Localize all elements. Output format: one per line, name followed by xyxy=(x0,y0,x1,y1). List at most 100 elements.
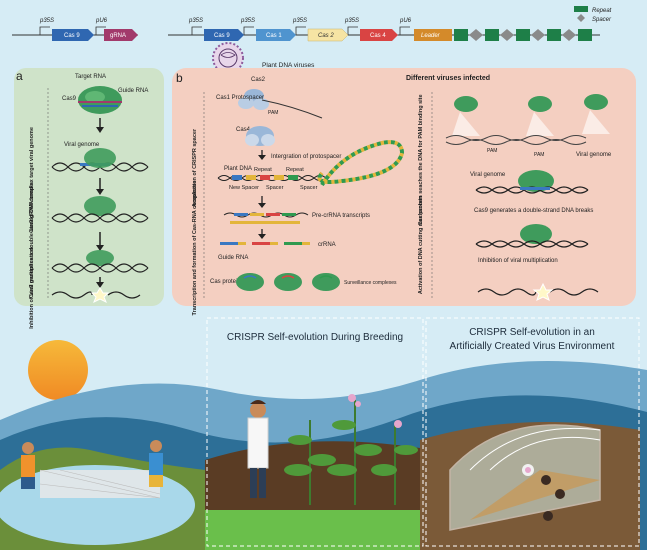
promoter-label-3: p35S xyxy=(292,18,307,24)
panel-b: b Different viruses infected Acquisition… xyxy=(172,68,636,315)
panel-a-step1: Cas9/gRNA complex target viral genome xyxy=(29,127,35,233)
panel-a: a Cas9/gRNA complex target viral genome … xyxy=(14,68,164,329)
cas2-gene-arrow xyxy=(307,28,349,42)
panel-b-viral-genome: Viral genome xyxy=(576,152,612,158)
promoter-label-2: p35S xyxy=(240,18,255,24)
grna-gene-label: gRNA xyxy=(110,33,126,39)
plant-dna-virus: Plant DNA viruses xyxy=(212,42,315,74)
panel-b-inhibition: Inhibition of viral multiplication xyxy=(478,258,558,264)
panel-b-header: Different viruses infected xyxy=(406,75,490,82)
spacer-diamond-4 xyxy=(562,29,576,41)
panel-b-cas4: Cas4 xyxy=(236,127,251,133)
scientist xyxy=(247,400,269,498)
grna-gene-arrow xyxy=(104,29,138,41)
promoter-label-5: pU6 xyxy=(399,18,412,24)
pam-search-scene xyxy=(445,94,610,145)
panel-a-viral-genome: Viral genome xyxy=(64,142,100,148)
panel-b-spacer-2: Spacer xyxy=(300,185,318,191)
spacer-diamond-3 xyxy=(531,29,545,41)
breeding-frame xyxy=(206,317,424,547)
panel-b-pam-2: PAM xyxy=(487,148,497,154)
virus-env-title-line2: Artificially Created Virus Environment xyxy=(450,341,615,352)
panel-b-pam: PAM xyxy=(268,110,278,116)
panel-b-pre-crrna: Pre-crRNA transcripts xyxy=(312,213,370,219)
promoter-label-1: p35S xyxy=(188,18,203,24)
repeat-block-2 xyxy=(485,29,499,41)
cas9-gene-arrow xyxy=(52,29,94,41)
dna-cut-a xyxy=(51,287,141,304)
panel-b-cas2: Cas2 xyxy=(251,77,266,83)
panel-b-pam-3: PAM xyxy=(534,152,544,158)
panel-b-plant-dna: Plant DNA xyxy=(224,166,252,172)
cas9-gene-arrow-2 xyxy=(204,29,244,41)
spacer-diamond-1 xyxy=(469,29,483,41)
panel-b-cas-protein: Cas protein xyxy=(210,279,241,285)
cas9-gene-label: Cas 9 xyxy=(64,33,80,39)
panel-b-stage4: Activation of DNA cutting mechanism xyxy=(418,196,424,294)
field-grass xyxy=(205,510,420,550)
cas4-protein xyxy=(245,126,275,146)
crispr-strand-loop xyxy=(317,140,405,187)
panel-b-crrna: crRNA xyxy=(318,242,336,248)
arrow-a4 xyxy=(96,282,104,288)
panel-b-repeat-1: Repeat xyxy=(254,167,272,173)
plant-dna-array xyxy=(217,175,327,181)
panel-a-cas9: Cas9 xyxy=(62,96,77,102)
repeat-block-5 xyxy=(578,29,592,41)
panel-b-letter: b xyxy=(176,71,183,85)
gene-construct-right: p35S p35S p35S p35S pU6 Cas 9 Cas 1 Cas … xyxy=(168,18,600,42)
cas4-gene-label: Cas 4 xyxy=(370,33,386,39)
legend-repeat-label: Repeat xyxy=(592,8,612,14)
pre-crrna-transcripts xyxy=(223,212,309,224)
dna-helix-a2 xyxy=(51,196,149,223)
cas1-gene-label: Cas 1 xyxy=(266,33,282,39)
panel-a-bg xyxy=(14,68,164,306)
promoter-u6-label: pU6 xyxy=(95,18,108,24)
cas9-bind-viral-genome xyxy=(475,170,589,194)
virus-label: Plant DNA viruses xyxy=(262,62,315,69)
repeat-block-1 xyxy=(454,29,468,41)
repeat-block-3 xyxy=(516,29,530,41)
promoter-35s-label: p35S xyxy=(39,18,54,24)
legend-spacer-label: Spacer xyxy=(592,17,612,23)
leader-label: Leader xyxy=(421,33,441,39)
cas9-gene-label-2: Cas 9 xyxy=(214,33,230,39)
panel-a-guide-rna: Guide RNA xyxy=(118,88,148,94)
cas9-protein-icon xyxy=(78,86,122,114)
panel-b-repeat-2: Repeat xyxy=(286,167,304,173)
virus-env-frame xyxy=(425,317,640,547)
panel-b-cas1-protospacer: Cas1 Protospacer xyxy=(216,95,264,101)
landscape-scene: CRISPR Self-evolution During Breeding CR… xyxy=(0,317,647,550)
panel-b-surveillance: Surveillance complexes xyxy=(344,280,397,286)
panel-b-viral-genome-2: Viral genome xyxy=(470,172,506,178)
dna-helix-a1 xyxy=(51,148,149,172)
panel-b-integration: Intergration of protospacer xyxy=(271,154,341,160)
panel-b-cas9-breaks: Cas9 generates a double-strand DNA break… xyxy=(474,208,593,214)
panel-a-step2: Cas9 generates a double-strand DNA break… xyxy=(29,182,35,298)
panel-a-letter: a xyxy=(16,69,23,83)
repeat-block-4 xyxy=(547,29,561,41)
gene-construct-left: p35S pU6 Cas 9 gRNA xyxy=(12,18,138,41)
panel-b-stage3: Cas protein seaches the DNA for PAM bind… xyxy=(418,94,424,225)
fisherman-right xyxy=(149,440,163,487)
cas9-cut-scene xyxy=(475,224,589,248)
surveillance-complexes xyxy=(236,273,340,291)
panel-b-stage2: Transcription and formation of Cas-RNA c… xyxy=(192,181,198,316)
legend-repeat-swatch xyxy=(574,6,588,12)
virus-env-title-line1: CRISPR Self-evolution in an xyxy=(469,327,595,338)
fisherman-left xyxy=(21,442,35,489)
panel-a-step3: Inhibition of viral multiplication xyxy=(29,247,35,329)
cas1-cas2-complex xyxy=(238,89,323,119)
crrna-pieces xyxy=(220,242,310,245)
tobacco-plants xyxy=(284,394,418,505)
panel-b-new-spacer: New Spacer xyxy=(229,185,259,191)
cas2-gene-label: Cas 2 xyxy=(318,33,334,39)
cas4-gene-arrow xyxy=(360,29,398,41)
leader-block xyxy=(414,29,452,41)
legend-spacer-swatch xyxy=(577,14,585,22)
dna-helix-a3 xyxy=(51,250,149,273)
sun xyxy=(28,340,88,400)
panel-a-target-rna: Target RNA xyxy=(75,74,106,80)
